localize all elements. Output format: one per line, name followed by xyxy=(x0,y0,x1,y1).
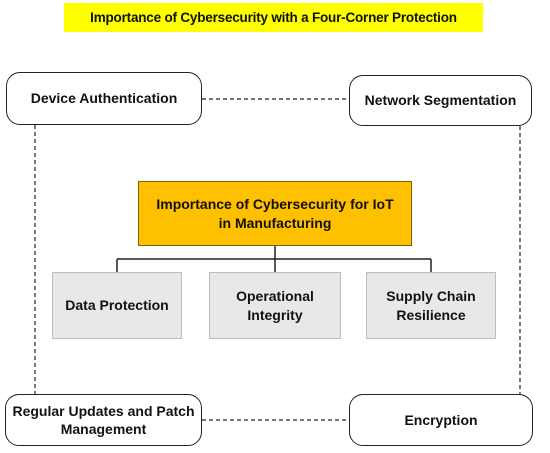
sub-box-supply-chain-resilience: Supply Chain Resilience xyxy=(366,272,496,339)
sub-box-operational-integrity: Operational Integrity xyxy=(209,272,341,339)
diagram-title: Importance of Cybersecurity with a Four-… xyxy=(64,3,483,32)
sub-box-data-protection: Data Protection xyxy=(52,272,182,339)
central-topic-box: Importance of Cybersecurity for IoT in M… xyxy=(138,181,412,246)
corner-regular-updates: Regular Updates and Patch Management xyxy=(5,394,202,446)
corner-network-segmentation: Network Segmentation xyxy=(349,75,532,126)
corner-device-authentication: Device Authentication xyxy=(6,72,202,125)
corner-encryption: Encryption xyxy=(349,394,533,446)
